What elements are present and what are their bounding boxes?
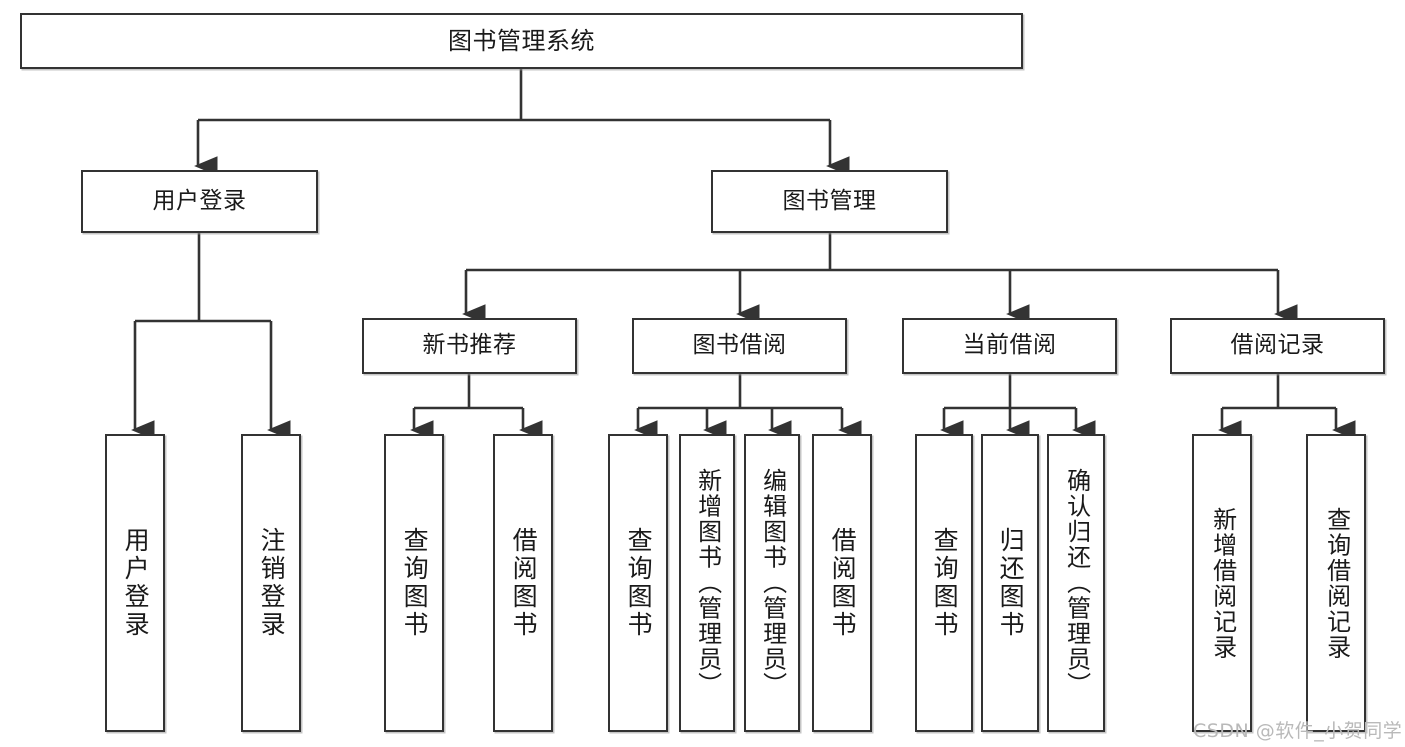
node-leaf-borrow-book[interactable]: 借阅图书 xyxy=(812,434,872,732)
node-label: 查询图书 xyxy=(930,527,960,639)
node-label: 图书借阅 xyxy=(692,332,787,359)
node-label: 借阅图书 xyxy=(509,527,539,639)
node-leaf-logout[interactable]: 注销登录 xyxy=(241,434,301,732)
node-label: 归还图书 xyxy=(996,527,1026,639)
node-label: 确认归还（管理员） xyxy=(1062,468,1091,698)
node-label: 查询图书 xyxy=(624,527,654,639)
node-user-login[interactable]: 用户登录 xyxy=(81,170,318,233)
node-label: 注销登录 xyxy=(257,527,287,639)
node-leaf-borrow-book-recommend[interactable]: 借阅图书 xyxy=(493,434,553,732)
node-leaf-add-borrow-record[interactable]: 新增借阅记录 xyxy=(1192,434,1252,732)
node-label: 用户登录 xyxy=(152,187,247,214)
csdn-watermark: CSDN @软件_小贺同学 xyxy=(1193,720,1403,742)
node-current-borrow[interactable]: 当前借阅 xyxy=(902,318,1117,374)
node-label: 用户登录 xyxy=(121,527,151,639)
node-leaf-confirm-return-admin[interactable]: 确认归还（管理员） xyxy=(1047,434,1105,732)
node-label: 新增图书（管理员） xyxy=(693,468,722,698)
node-leaf-query-borrow-record[interactable]: 查询借阅记录 xyxy=(1306,434,1366,732)
node-leaf-query-book-recommend[interactable]: 查询图书 xyxy=(384,434,444,732)
node-leaf-query-book-borrow[interactable]: 查询图书 xyxy=(608,434,668,732)
node-root-book-management-system[interactable]: 图书管理系统 xyxy=(20,13,1023,69)
node-leaf-query-book-current[interactable]: 查询图书 xyxy=(915,434,973,732)
node-book-borrow[interactable]: 图书借阅 xyxy=(632,318,847,374)
node-label: 图书管理系统 xyxy=(448,26,595,55)
node-label: 借阅记录 xyxy=(1230,332,1325,359)
node-leaf-return-book[interactable]: 归还图书 xyxy=(981,434,1039,732)
node-label: 新增借阅记录 xyxy=(1208,506,1237,660)
node-leaf-add-book-admin[interactable]: 新增图书（管理员） xyxy=(679,434,735,732)
node-label: 查询图书 xyxy=(400,527,430,639)
node-new-book-recommend[interactable]: 新书推荐 xyxy=(362,318,577,374)
node-leaf-edit-book-admin[interactable]: 编辑图书（管理员） xyxy=(744,434,800,732)
node-label: 查询借阅记录 xyxy=(1322,506,1351,660)
node-label: 图书管理 xyxy=(782,187,877,214)
node-leaf-user-login[interactable]: 用户登录 xyxy=(105,434,165,732)
node-book-management[interactable]: 图书管理 xyxy=(711,170,948,233)
node-label: 借阅图书 xyxy=(828,527,858,639)
node-label: 新书推荐 xyxy=(422,332,517,359)
node-borrow-record[interactable]: 借阅记录 xyxy=(1170,318,1385,374)
node-label: 编辑图书（管理员） xyxy=(758,468,787,698)
node-label: 当前借阅 xyxy=(962,332,1057,359)
